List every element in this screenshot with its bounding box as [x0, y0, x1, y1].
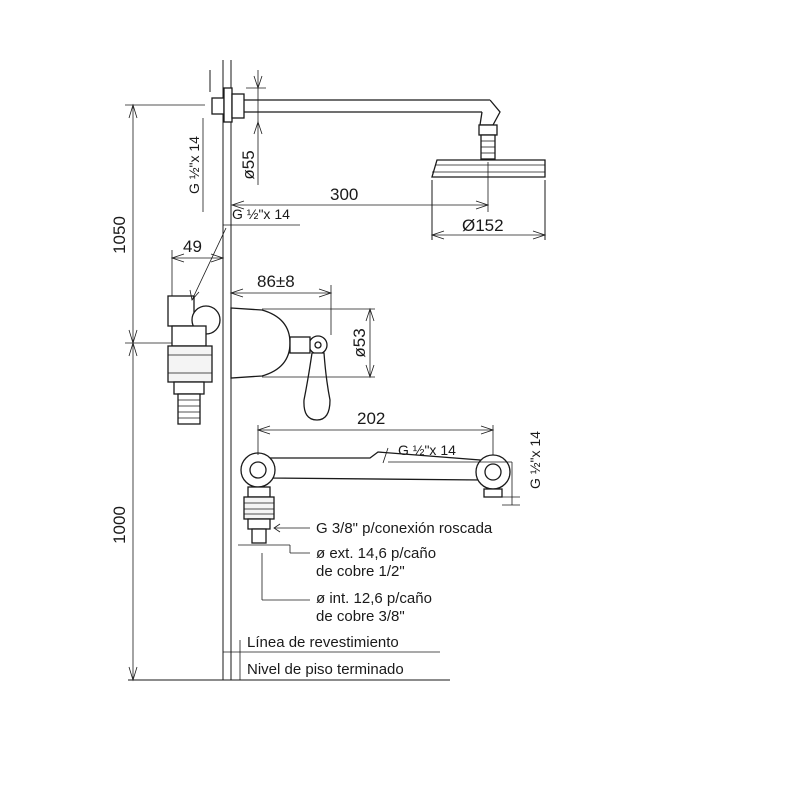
ext-diameter-note-line1: ø ext. 14,6 p/caño	[316, 545, 436, 562]
body-diameter-dimension	[262, 307, 375, 379]
thread-connection-note: G 3/8" p/conexión roscada	[316, 520, 493, 537]
height-1050-label: 1050	[110, 216, 129, 254]
offset-dimension	[170, 227, 227, 301]
crossbar-thread-label: G ½"x 14	[398, 442, 456, 458]
connection-leaders	[238, 523, 310, 601]
shower-arm	[211, 87, 501, 160]
height-dimension-lines	[125, 103, 205, 682]
offset-49-label: 49	[183, 237, 202, 256]
int-diameter-note-line2: de cobre 3/8"	[316, 608, 405, 625]
arm-thread-vertical-label: G ½"x 14	[186, 136, 202, 194]
mixer-valve	[167, 295, 331, 425]
arm-length-dimension	[230, 162, 490, 212]
arm-thread-horizontal-label: G ½"x 14	[232, 206, 290, 222]
floor-level-label: Nivel de piso terminado	[247, 661, 404, 678]
right-thread-dimension	[502, 462, 520, 506]
flange-diameter-dimension	[246, 70, 266, 185]
crossbar-thread-leader	[382, 447, 389, 464]
body-depth-dimension	[229, 285, 333, 335]
ext-diameter-note-line2: de cobre 1/2"	[316, 563, 405, 580]
body-diameter-label: ø53	[350, 328, 369, 357]
reference-lines	[128, 640, 450, 681]
right-thread-label: G ½"x 14	[527, 431, 543, 489]
cladding-line-label: Línea de revestimiento	[247, 634, 399, 651]
shower-head	[430, 159, 547, 240]
wall-lines	[209, 60, 232, 680]
body-depth-label: 86±8	[257, 272, 295, 291]
height-1000-label: 1000	[110, 506, 129, 544]
int-diameter-note-line1: ø int. 12,6 p/caño	[316, 590, 432, 607]
head-diameter-label: Ø152	[462, 216, 504, 235]
eccentric-connector	[240, 451, 511, 544]
flange-diameter-label: ø55	[239, 150, 258, 179]
connector-spacing-label: 202	[357, 409, 385, 428]
connector-spacing-dimension	[256, 425, 495, 455]
arm-length-label: 300	[330, 185, 358, 204]
